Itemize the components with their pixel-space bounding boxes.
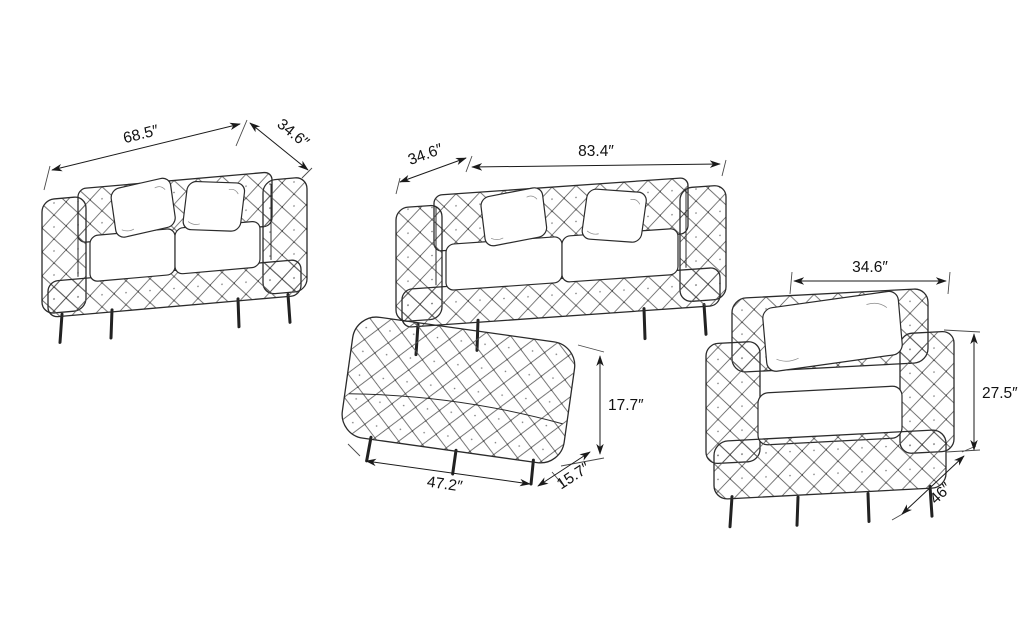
loveseat-width-dimension-line	[51, 122, 241, 172]
sofa-depth-dimension-line	[399, 157, 467, 183]
ottoman-height-label: 17.7″	[608, 397, 644, 414]
ottoman-body	[341, 316, 576, 464]
loveseat-seat-cushion-left	[89, 228, 176, 282]
loveseat-pillow-left	[110, 177, 176, 238]
loveseat-legs	[58, 292, 292, 344]
sofa-depth-label: 34.6″	[406, 141, 446, 169]
sofa-arm-channel-lines	[435, 189, 687, 286]
ottoman-top-front-edge	[348, 393, 563, 425]
ottoman-drawing	[341, 316, 576, 486]
sofa-seat-cushion-left	[445, 236, 563, 291]
armchair-depth-dimension-line	[901, 455, 965, 515]
loveseat-arm-channel-lines	[77, 183, 272, 277]
armchair-height-label: 27.5″	[982, 385, 1018, 402]
sofa-pillow-right	[581, 188, 647, 243]
ottoman-width-label: 47.2″	[426, 474, 464, 496]
loveseat-width-label: 68.5″	[122, 122, 161, 147]
loveseat-depth-dimension-line	[249, 122, 309, 171]
sofa-pillow-left	[480, 187, 548, 247]
sofa-width-dimension-line	[471, 160, 721, 171]
armchair-back-pillow	[762, 290, 903, 372]
extension-lines	[789, 271, 981, 521]
armchair-legs	[728, 484, 934, 529]
loveseat-drawing	[41, 171, 308, 344]
armchair-drawing	[705, 288, 955, 529]
armchair-front-panel	[713, 429, 947, 500]
ottoman-depth-dimension-line	[537, 451, 591, 487]
ottoman-width-dimension-line	[365, 458, 531, 487]
sofa-width-label: 83.4″	[578, 143, 614, 160]
ottoman-depth-label: 15.7″	[554, 459, 594, 493]
loveseat-pillow-right	[182, 180, 246, 232]
armchair-width-label: 34.6″	[852, 259, 888, 276]
